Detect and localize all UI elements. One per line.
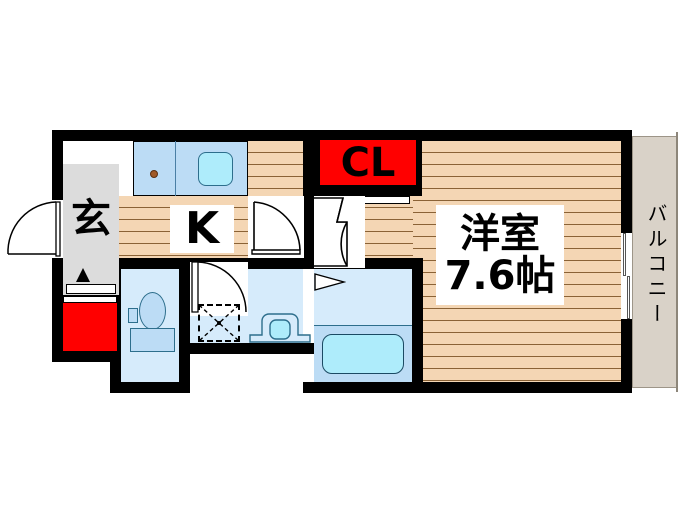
- balcony-door-pane-a: [623, 233, 626, 276]
- wall-bottom-bath: [303, 382, 423, 393]
- toilet-lever-icon: [128, 308, 138, 323]
- genkan-floor: [63, 164, 119, 295]
- kitchen-counter: [133, 141, 248, 196]
- stove-burner-icon: [150, 170, 158, 178]
- washing-machine-space-icon: [198, 304, 240, 342]
- bathroom-door[interactable]: [303, 269, 314, 329]
- shoe-closet: [63, 303, 117, 351]
- balcony-door-pane-b: [627, 276, 630, 319]
- agarikamachi-icon: [76, 268, 90, 282]
- washbasin-icon: [249, 313, 311, 343]
- main-room-label-line1: 洋室: [460, 211, 540, 257]
- wall-bottom-room: [412, 382, 632, 393]
- bathroom-door-arrow-icon: [314, 272, 347, 292]
- washroom-door[interactable]: [190, 262, 248, 316]
- kitchen-counter-floor-behind: [248, 141, 303, 196]
- balcony-rail-line: [676, 132, 678, 392]
- main-room-label: 洋室 7.6帖: [436, 205, 564, 305]
- wall-left-lower: [52, 258, 63, 306]
- balcony-label: バルコニー: [644, 202, 668, 328]
- shoe-closet-door[interactable]: [63, 296, 117, 303]
- washing-machine-space-x: [198, 304, 240, 342]
- wall-left-upper: [52, 130, 63, 200]
- kitchen-counter-split: [175, 141, 176, 196]
- balcony-sliding-door[interactable]: [621, 232, 632, 320]
- wall-kitchen-right: [303, 141, 314, 268]
- room-entry-folding-door[interactable]: [303, 196, 365, 268]
- kitchen-door[interactable]: [248, 196, 304, 258]
- genkan-label: 玄: [71, 196, 111, 242]
- wall-bottom-hall: [179, 343, 314, 354]
- entrance-door-swing[interactable]: [4, 198, 62, 260]
- kitchen-label: K: [170, 205, 234, 253]
- wall-shoe-closet-left: [52, 303, 63, 362]
- toilet-tank-icon: [130, 328, 175, 352]
- genkan-step: [66, 284, 116, 294]
- bathtub-icon: [322, 334, 404, 374]
- kitchen-sink-icon: [198, 152, 233, 186]
- wall-shoe-closet-bottom: [52, 351, 121, 362]
- main-room-label-line2: 7.6帖: [444, 253, 556, 299]
- wall-bath-room-divider: [412, 268, 423, 383]
- toilet-bowl-icon: [139, 292, 166, 330]
- closet-cl-label: CL: [320, 140, 416, 185]
- wall-toilet-right: [179, 269, 190, 382]
- wall-bottom-toilet: [110, 382, 190, 393]
